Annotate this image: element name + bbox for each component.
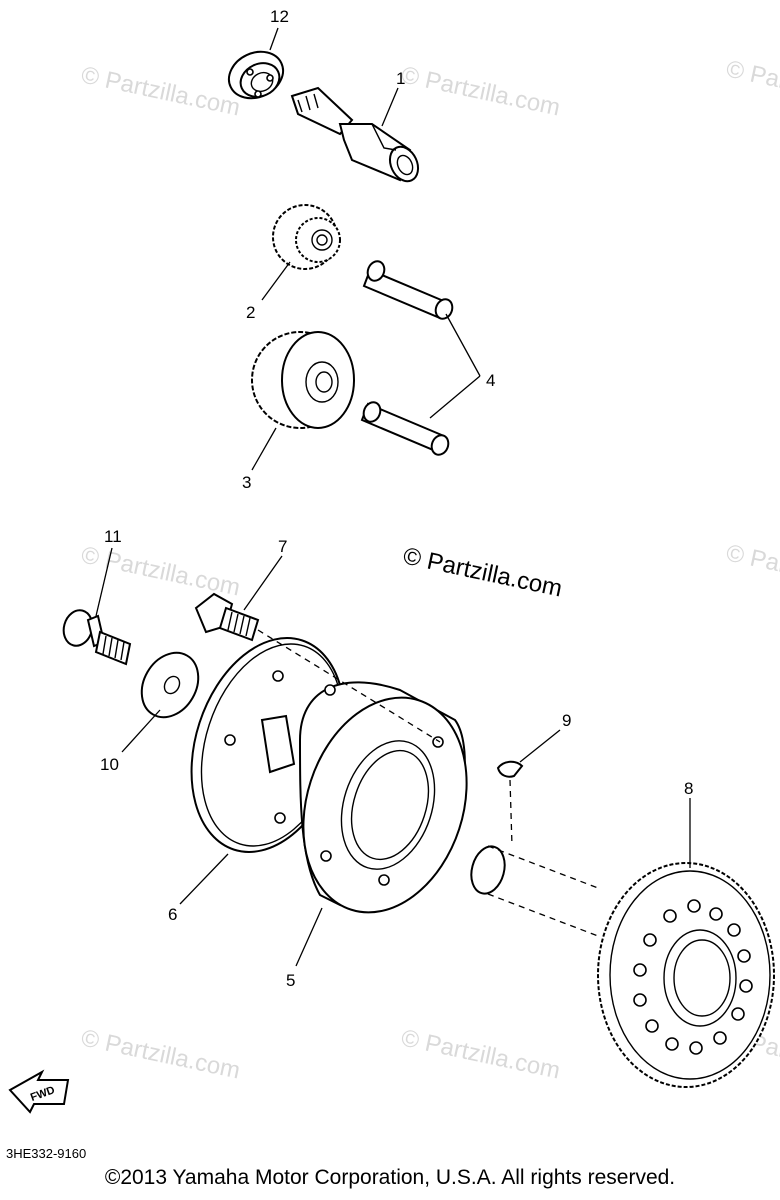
watermark: © Partzilla.com — [724, 55, 780, 115]
callout-10: 10 — [100, 755, 119, 774]
part-5-clutch — [298, 681, 468, 914]
callout-7: 7 — [278, 537, 287, 556]
watermark: © Partzilla.com — [399, 1024, 563, 1084]
watermark: © Partzilla.com — [724, 539, 780, 599]
crankshaft-reference — [470, 845, 599, 937]
callout-6: 6 — [168, 905, 177, 924]
callout-8: 8 — [684, 779, 693, 798]
callout-numbers: 12 1 2 3 4 11 7 10 6 5 9 8 — [100, 7, 693, 990]
watermark: © Partzilla.com — [79, 61, 243, 121]
leader-lines — [95, 27, 691, 967]
diagram-code: 3HE332-9160 — [6, 1146, 87, 1161]
part-3-gear — [251, 331, 355, 429]
part-7-bolt — [194, 592, 260, 642]
copyright-notice: ©2013 Yamaha Motor Corporation, U.S.A. A… — [104, 1166, 676, 1189]
watermark: © Partzilla.com — [399, 61, 563, 121]
callout-5: 5 — [286, 971, 295, 990]
callout-11: 11 — [104, 527, 122, 546]
part-8-wheel-gear — [597, 862, 775, 1088]
callout-4: 4 — [486, 371, 495, 390]
part-4-pins — [360, 260, 454, 456]
part-1-shaft — [290, 86, 420, 183]
callout-9: 9 — [562, 711, 571, 730]
watermark: © Partzilla.com — [79, 1024, 243, 1084]
part-9-key — [496, 760, 524, 778]
watermark-main: © Partzilla.com — [401, 542, 565, 602]
callout-12: 12 — [270, 7, 289, 26]
part-10-washer — [140, 651, 200, 719]
part-11-bolt — [62, 609, 132, 666]
watermark: © Partzilla.com — [79, 541, 243, 601]
part-2-gear — [272, 204, 341, 270]
fwd-arrow-icon: FWD — [8, 1069, 70, 1114]
assembly-lines — [257, 629, 513, 847]
callout-2: 2 — [246, 303, 255, 322]
callout-3: 3 — [242, 473, 251, 492]
part-12-bearing — [227, 50, 285, 100]
callout-1: 1 — [396, 69, 405, 88]
